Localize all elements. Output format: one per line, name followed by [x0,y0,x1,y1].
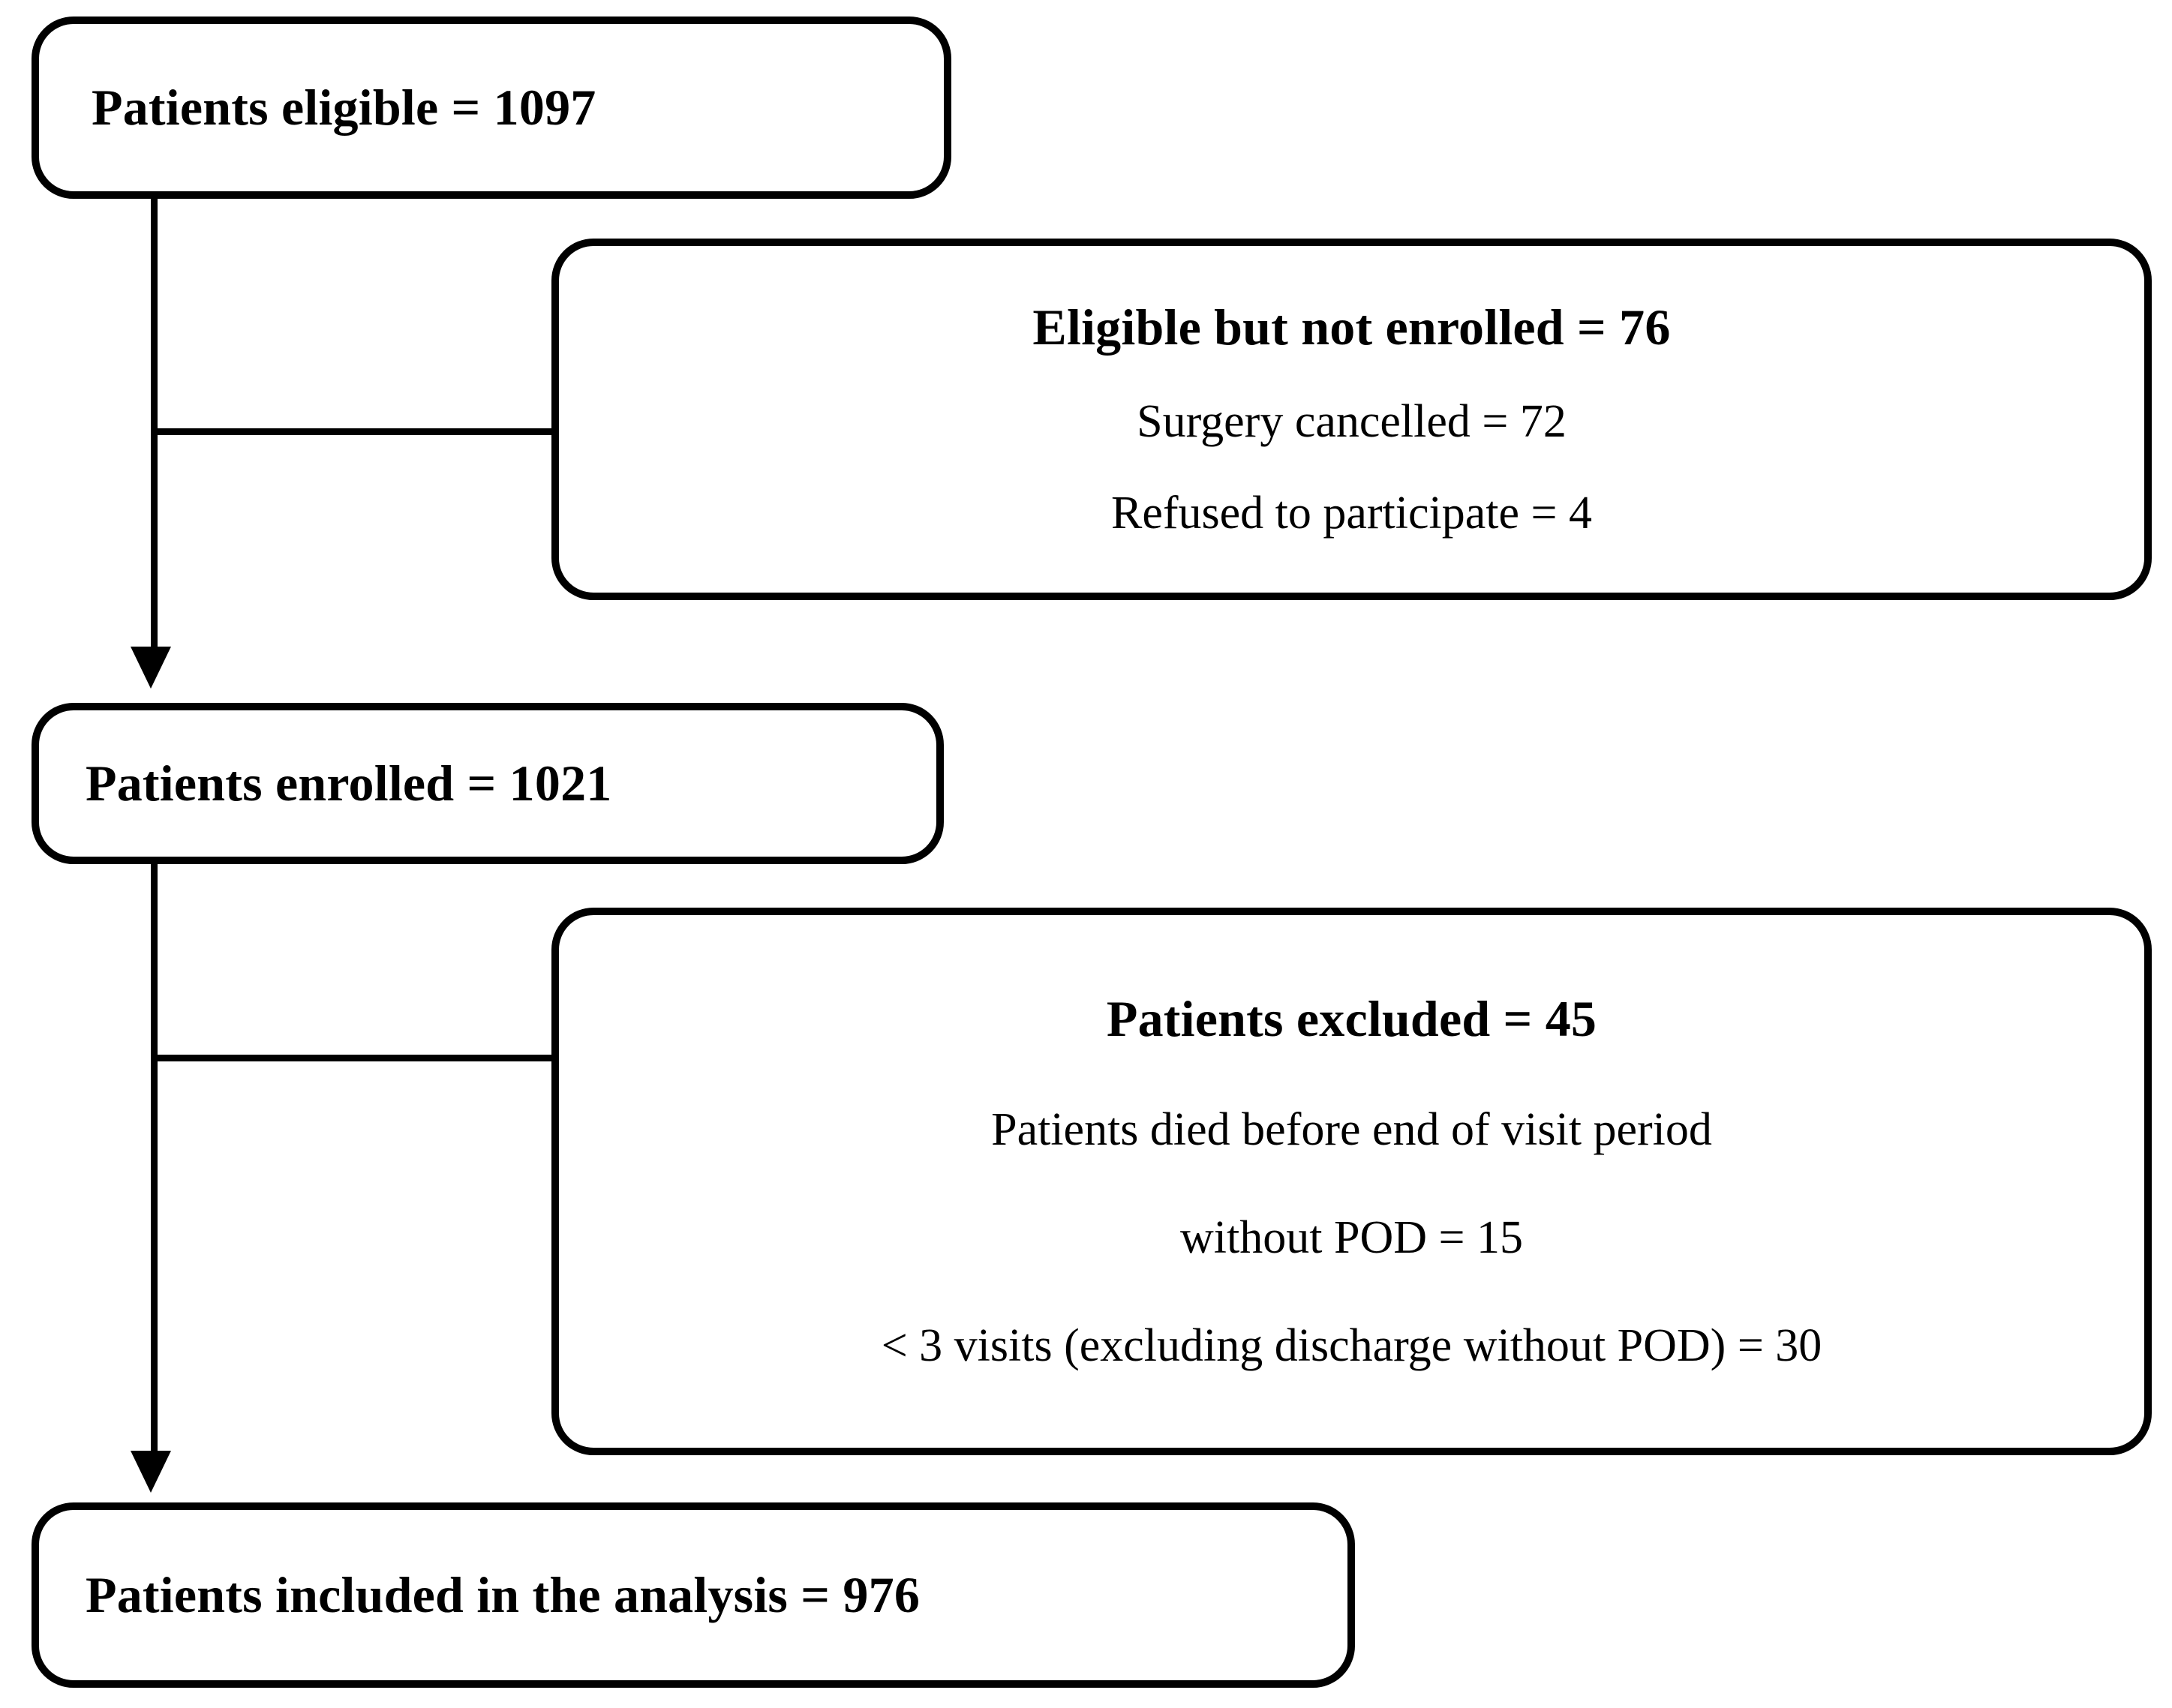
node-eligible-not-enrolled-title: Eligible but not enrolled = 76 [1032,299,1671,356]
node-patients-excluded-title: Patients excluded = 45 [1106,990,1597,1048]
node-patients-eligible-title: Patients eligible = 1097 [92,79,596,137]
connector-branch-to-excluded [154,1055,555,1061]
connector-eligible-to-enrolled-vertical [151,199,158,653]
node-patients-included-title: Patients included in the analysis = 976 [86,1566,921,1624]
connector-branch-to-not-enrolled [154,428,555,435]
node-patients-enrolled-title: Patients enrolled = 1021 [86,755,612,812]
node-patients-excluded-reason-1-line-2: without POD = 15 [1180,1212,1523,1263]
node-eligible-not-enrolled-reason-2: Refused to participate = 4 [1111,488,1592,539]
node-eligible-not-enrolled-reason-1: Surgery cancelled = 72 [1137,395,1567,447]
connector-enrolled-to-included-vertical [151,864,158,1457]
node-patients-excluded-reason-2: < 3 visits (excluding discharge without … [881,1320,1822,1372]
node-patients-enrolled: Patients enrolled = 1021 [32,703,944,864]
arrowhead-to-included-icon [131,1451,171,1493]
node-patients-eligible: Patients eligible = 1097 [32,17,951,199]
node-patients-included: Patients included in the analysis = 976 [32,1502,1355,1688]
arrowhead-to-enrolled-icon [131,647,171,689]
node-patients-excluded: Patients excluded = 45 Patients died bef… [551,908,2152,1455]
node-eligible-not-enrolled: Eligible but not enrolled = 76 Surgery c… [551,239,2152,600]
node-patients-excluded-reason-1-line-1: Patients died before end of visit period [991,1103,1712,1155]
